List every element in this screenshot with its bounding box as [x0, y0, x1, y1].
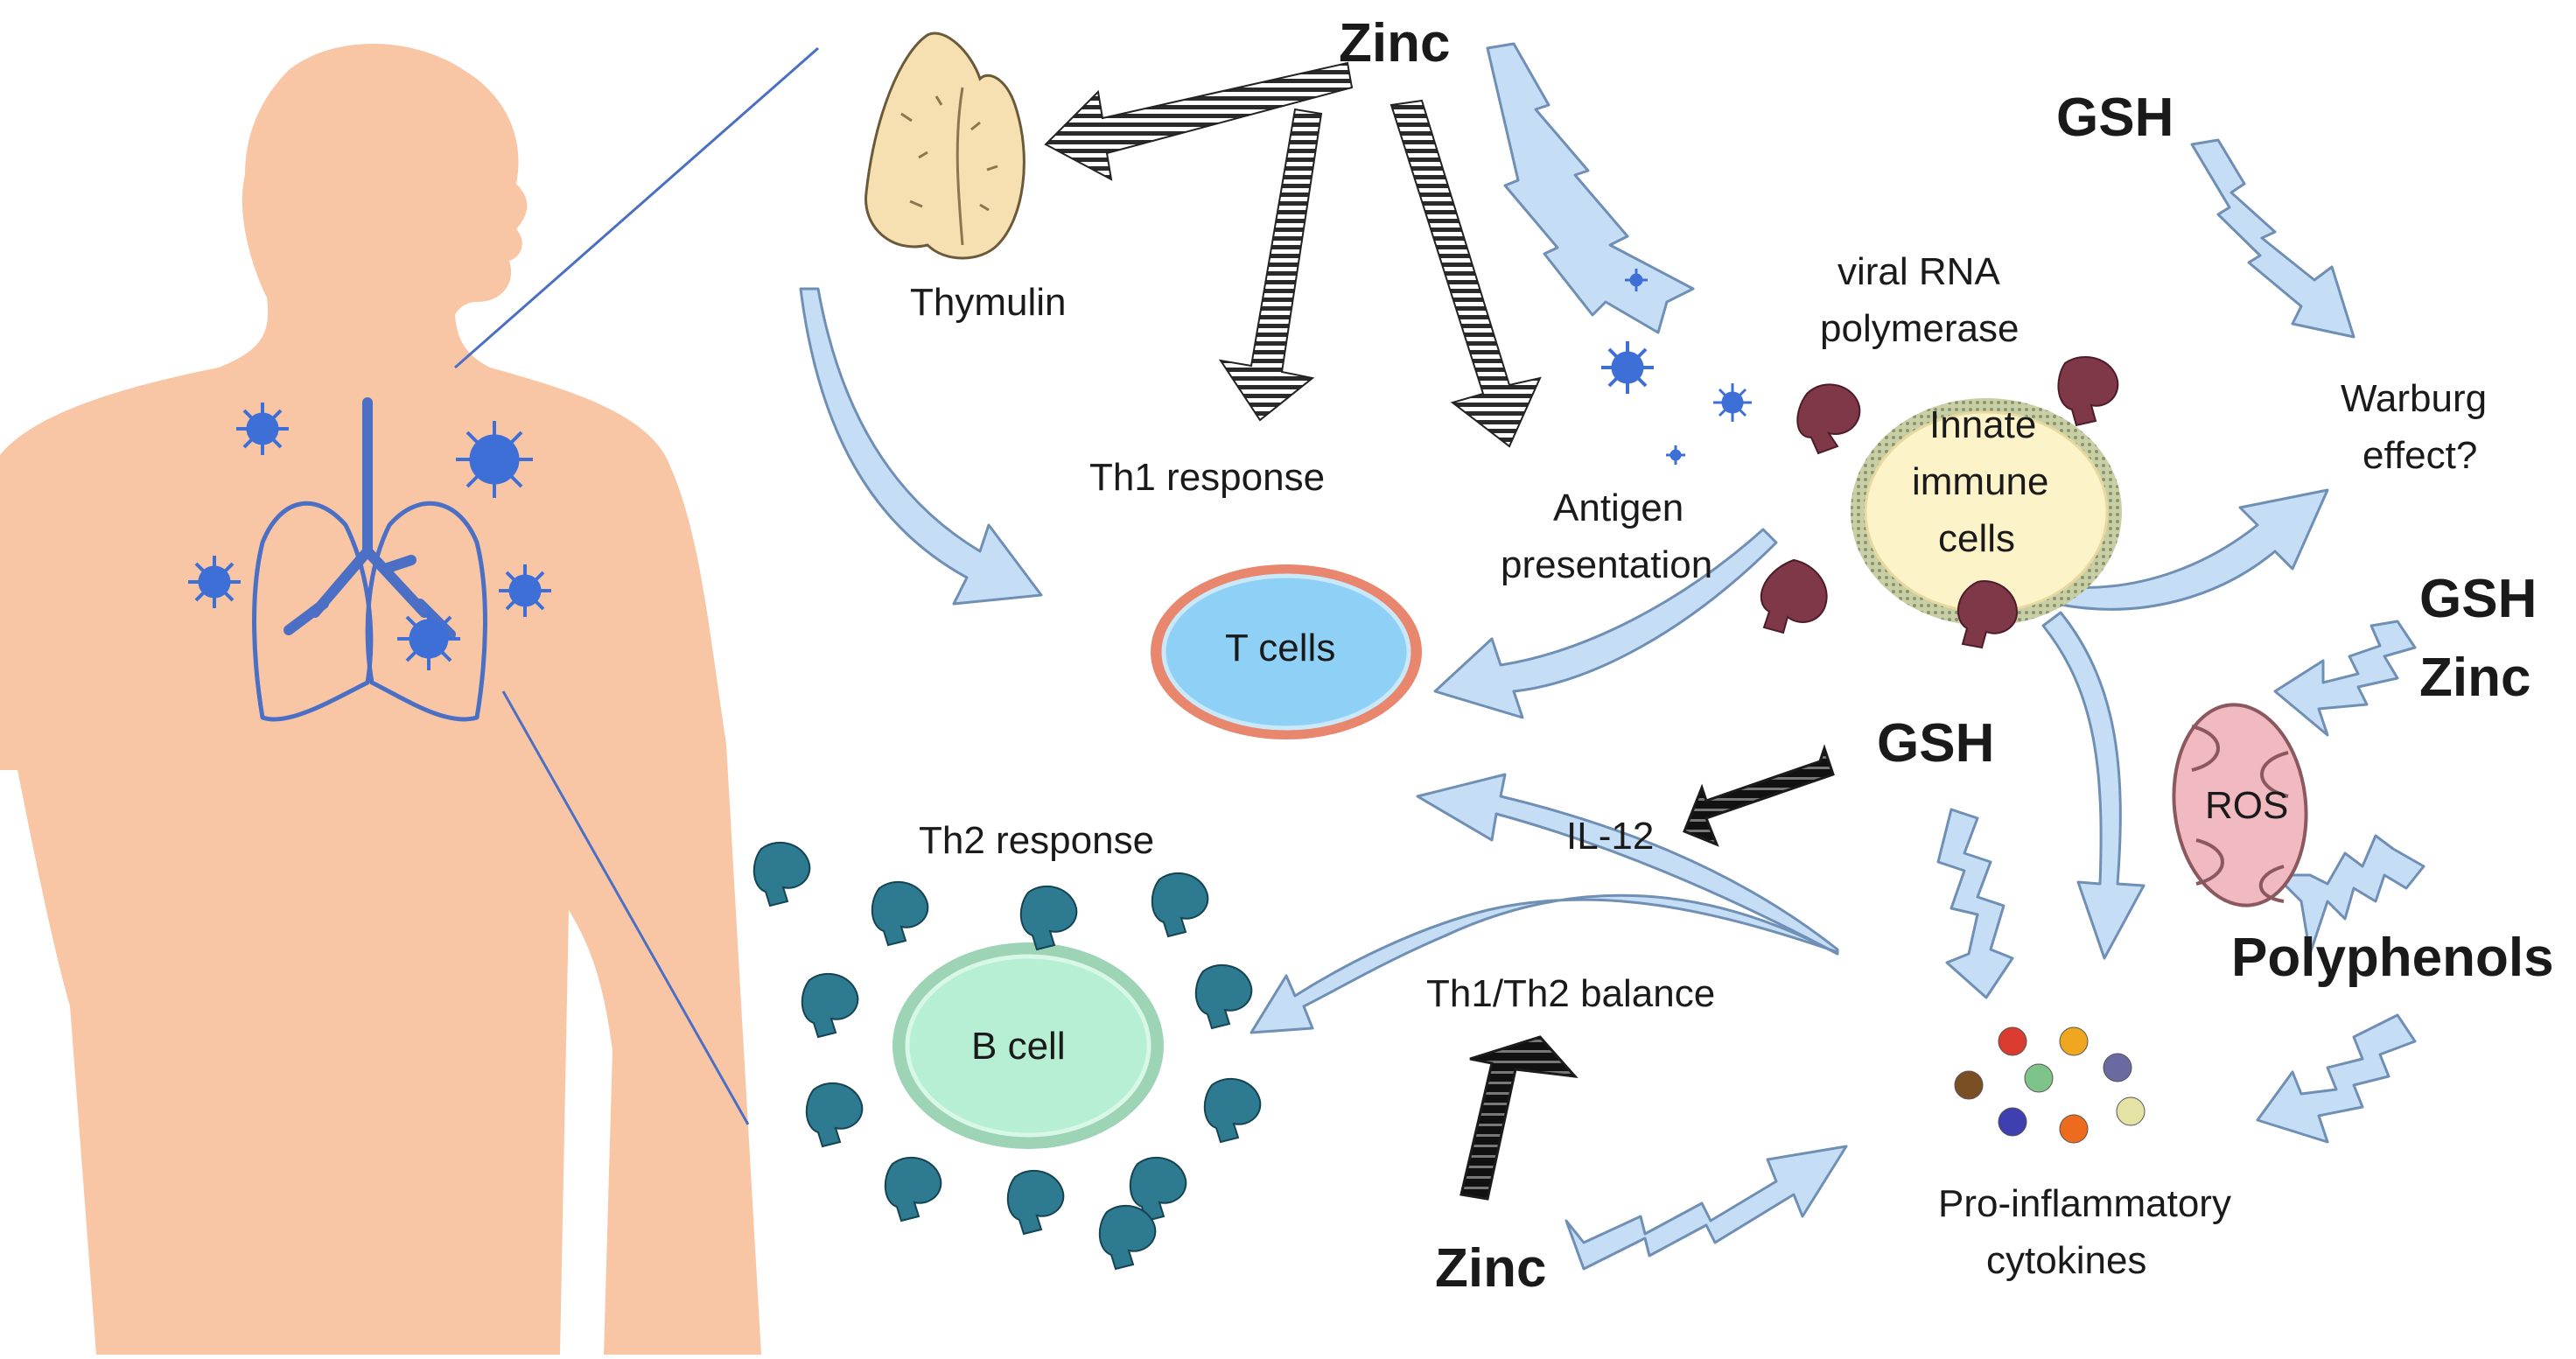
human-silhouette [0, 44, 761, 1355]
thymus-icon [864, 32, 1026, 260]
zinc-bottom-label: Zinc [1435, 1238, 1546, 1299]
innate-label-line1: Innate [1929, 403, 2036, 446]
receptor-icon [1019, 885, 1078, 951]
th2-response-label: Th2 response [919, 819, 1154, 862]
b-cell-label: B cell [971, 1025, 1066, 1068]
gsh-top-label: GSH [2056, 88, 2174, 148]
receptor-icon [1956, 580, 2019, 649]
warburg-label-line1: Warburg [2341, 377, 2487, 420]
b-cell-icon [892, 942, 1164, 1149]
receptor-icon [1006, 1169, 1065, 1236]
zigzag-arrows [1486, 42, 2426, 1271]
cytokine-dots-icon [1954, 1026, 2146, 1144]
polyphenols-label: Polyphenols [2231, 928, 2554, 988]
receptor-icon [2057, 355, 2119, 427]
receptor-icon [1796, 383, 1861, 455]
th1-response-label: Th1 response [1089, 456, 1325, 499]
zinc-hatched-arrows [1044, 61, 1542, 448]
virus-icon [1713, 383, 1752, 422]
virus-icon [1625, 269, 1648, 291]
receptor-icon [1194, 963, 1253, 1030]
virus-icons-body [188, 403, 551, 670]
virus-icon [188, 556, 241, 608]
cytokines-label-line1: Pro-inflammatory [1938, 1182, 2231, 1225]
lungs-icon [252, 397, 487, 722]
il12-label: IL-12 [1566, 815, 1654, 858]
viral-rna-label-line2: polymerase [1820, 307, 2019, 350]
blue-curved-arrows [799, 287, 2329, 1034]
receptor-icon [1129, 1156, 1187, 1222]
warburg-label-line2: effect? [2362, 434, 2477, 477]
zinc-top-label: Zinc [1339, 13, 1450, 74]
black-inhibit-arrows [1460, 744, 1835, 1201]
gsh-mid-label: GSH [1877, 713, 1994, 774]
virus-icon [499, 564, 551, 617]
antigen-label-line2: presentation [1501, 543, 1712, 586]
receptor-icon [871, 880, 929, 947]
receptor-icon [1098, 1204, 1157, 1271]
virus-icon [236, 403, 289, 455]
virus-icons-free [1601, 269, 1752, 465]
cytokines-label-line2: cytokines [1986, 1239, 2146, 1282]
t-cells-label: T cells [1225, 627, 1335, 669]
connector-line-lower [501, 690, 750, 1125]
innate-label-line3: cells [1938, 517, 2015, 560]
ros-label: ROS [2205, 784, 2288, 827]
receptor-icon [884, 1156, 942, 1222]
receptor-icon [805, 1082, 864, 1148]
viral-rna-label-line1: viral RNA [1838, 250, 2000, 293]
receptor-icon [801, 972, 859, 1039]
mitochondrion-icon [2172, 703, 2308, 907]
antigen-label-line1: Antigen [1553, 487, 1684, 529]
receptor-icon [1151, 872, 1209, 938]
t-cells-icon [1151, 564, 1422, 739]
receptor-icons-innate [1760, 355, 2119, 649]
virus-icon [1666, 445, 1685, 465]
virus-icon [1601, 341, 1654, 394]
receptor-icon [752, 841, 811, 907]
virus-icon [397, 607, 460, 670]
innate-label-line2: immune [1912, 460, 2049, 503]
thymulin-label: Thymulin [910, 281, 1067, 324]
virus-icon [456, 421, 533, 498]
receptor-icons-bcell [752, 841, 1262, 1271]
receptor-icon [1760, 558, 1828, 634]
connector-line-upper [454, 46, 819, 369]
gsh-right-label: GSH [2419, 569, 2537, 629]
receptor-icon [1203, 1077, 1262, 1144]
innate-cells-icon [1851, 398, 2122, 626]
balance-label: Th1/Th2 balance [1426, 972, 1715, 1015]
zinc-right-label: Zinc [2419, 648, 2530, 708]
